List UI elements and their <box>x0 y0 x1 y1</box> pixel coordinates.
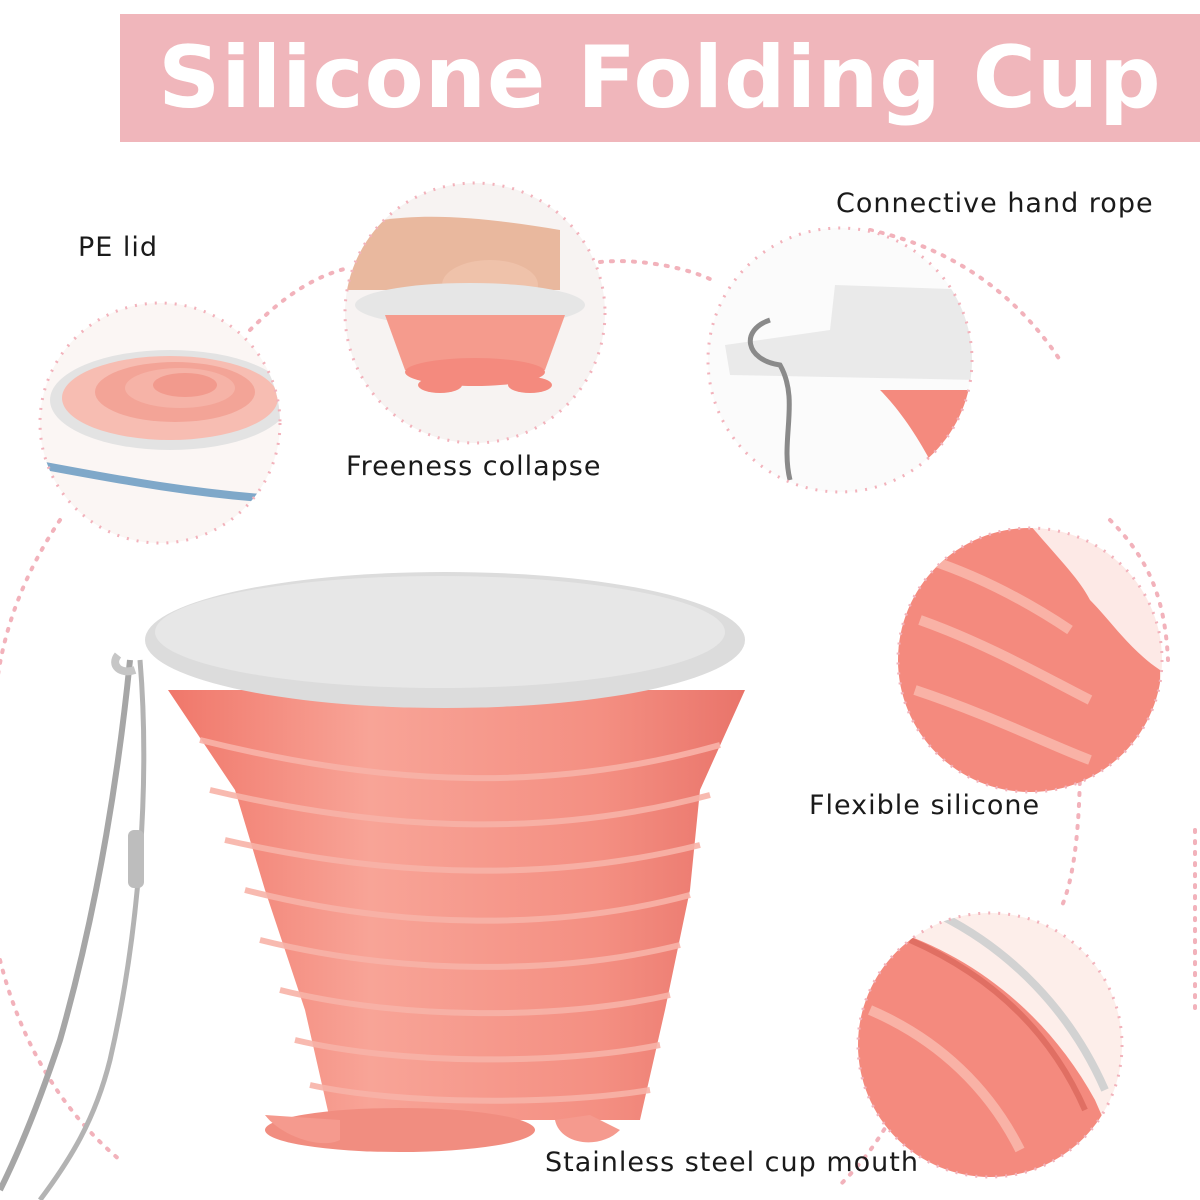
hand-rope-label: Connective hand rope <box>836 188 1154 219</box>
freeness-collapse-label: Freeness collapse <box>346 451 602 482</box>
flexible-silicone-detail-image <box>896 526 1164 794</box>
main-cup-image <box>0 572 745 1200</box>
flexible-silicone-label: Flexible silicone <box>809 790 1041 821</box>
pe-lid-detail-image <box>38 301 282 545</box>
cup-mouth-label: Stainless steel cup mouth <box>545 1147 919 1178</box>
pe-lid-label: PE lid <box>78 232 159 263</box>
hand-rope-detail-image <box>706 226 974 494</box>
title-banner: Silicone Folding Cup <box>120 14 1200 142</box>
cup-mouth-detail-image <box>856 911 1124 1179</box>
page-title: Silicone Folding Cup <box>158 28 1162 128</box>
collapse-detail-image <box>343 181 607 445</box>
